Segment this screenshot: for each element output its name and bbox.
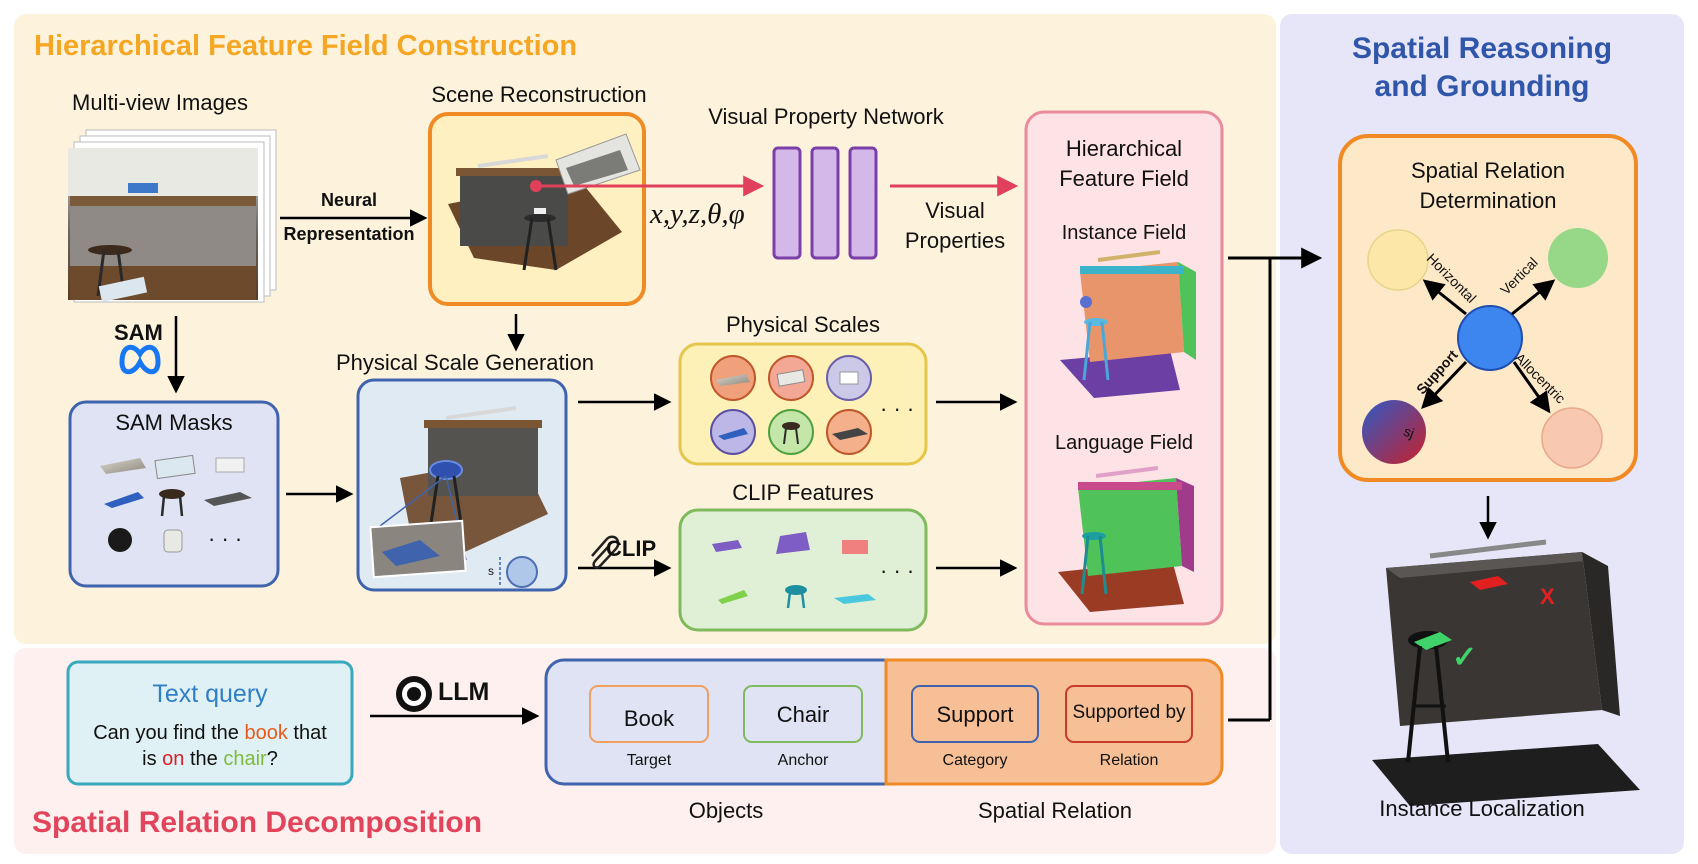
paperclip-icon — [591, 535, 620, 569]
physical-scale-generation — [356, 378, 568, 592]
clip-features-ellipsis: · · · — [880, 558, 915, 583]
token-word-supported-by: Supported by — [1072, 702, 1186, 723]
token-role-relation: Relation — [1099, 752, 1159, 769]
query-word-book: book — [244, 722, 288, 744]
language-field-label: Language Field — [1055, 432, 1193, 454]
hff-label-line1: Hierarchical — [1065, 136, 1183, 161]
sam-masks-ellipsis: · · · — [208, 526, 243, 551]
scene-reconstruction — [428, 112, 646, 306]
srd-label-line1: Spatial Relation — [1410, 158, 1566, 183]
coords-label: x,y,z,θ,φ — [650, 198, 745, 230]
visual-property-network — [772, 146, 878, 260]
scene-recon-label: Scene Reconstruction — [431, 82, 647, 107]
spatial-relation-label: Spatial Relation — [977, 798, 1133, 823]
sam-masks — [68, 400, 280, 588]
neural-label-line2: Representation — [283, 224, 415, 244]
reasoning-title-line1: Spatial Reasoning — [1351, 32, 1613, 65]
visual-props-line2: Properties — [904, 228, 1006, 253]
physical-scales-label: Physical Scales — [725, 312, 881, 337]
hff-label-line2: Feature Field — [1059, 166, 1189, 191]
llm-label: LLM — [438, 678, 490, 706]
instance-localization-label: Instance Localization — [1379, 796, 1585, 821]
token-word-chair: Chair — [776, 702, 830, 727]
query-text-segment: ? — [266, 748, 278, 770]
token-role-category: Category — [942, 752, 1008, 769]
clip-features-label: CLIP Features — [732, 480, 874, 505]
instance-localization-render — [1372, 539, 1640, 806]
query-text-segment: that — [287, 722, 327, 744]
vpn-label: Visual Property Network — [708, 104, 944, 129]
scale-mark-label: s — [488, 564, 494, 578]
clip-features — [678, 508, 928, 632]
query-text-segment: the — [184, 748, 224, 770]
query-word-on: on — [162, 748, 185, 770]
check-mark-icon: ✓ — [1452, 641, 1478, 674]
token-word-book: Book — [623, 706, 675, 731]
query-text-segment: Can you find the — [93, 722, 245, 744]
construction-panel — [14, 14, 1276, 644]
text-query-line1: Can you find the book that — [68, 722, 352, 745]
token-word-support: Support — [936, 702, 1014, 727]
sam-label: SAM — [114, 320, 163, 345]
decomposition-title: Spatial Relation Decomposition — [32, 806, 483, 839]
objects-label: Objects — [688, 798, 764, 823]
text-query-box — [66, 660, 354, 786]
psg-label: Physical Scale Generation — [335, 350, 595, 375]
construction-title: Hierarchical Feature Field Construction — [34, 30, 578, 62]
text-query-title: Text query — [152, 680, 268, 708]
physical-scales — [678, 342, 928, 466]
meta-logo-icon — [119, 344, 161, 375]
query-word-chair: chair — [223, 748, 267, 770]
token-role-target: Target — [626, 752, 672, 769]
spatial-relation-determination — [1338, 134, 1638, 482]
tokens-panel — [544, 658, 1224, 786]
text-query-line2: is on the chair? — [68, 748, 352, 771]
hierarchical-feature-field — [1024, 110, 1224, 626]
reasoning-title-line2: and Grounding — [1374, 70, 1590, 103]
neural-label-line1: Neural — [320, 190, 378, 210]
multi-view-images — [68, 129, 277, 303]
sam-masks-label: SAM Masks — [115, 410, 233, 435]
multi-view-label: Multi-view Images — [72, 90, 249, 115]
llm-logo-icon — [396, 676, 432, 712]
clip-label: CLIP — [606, 536, 657, 561]
srd-label-line2: Determination — [1419, 188, 1557, 213]
token-role-anchor: Anchor — [777, 752, 829, 769]
cross-mark-icon: X — [1540, 584, 1555, 609]
physical-scales-ellipsis: · · · — [880, 396, 915, 421]
visual-props-line1: Visual — [925, 198, 985, 223]
query-text-segment: is — [142, 748, 163, 770]
instance-field-label: Instance Field — [1061, 222, 1187, 244]
